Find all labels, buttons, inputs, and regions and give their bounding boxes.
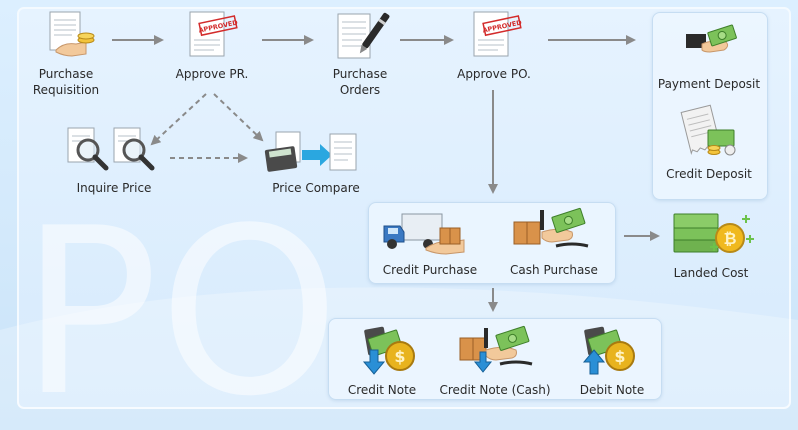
svg-text:$: $ xyxy=(614,347,625,366)
price-compare-label: Price Compare xyxy=(272,181,360,195)
svg-text:$: $ xyxy=(394,347,405,366)
inquire-price-node[interactable] xyxy=(64,126,164,176)
hand-money-icon xyxy=(686,24,737,53)
payment-deposit-label: Payment Deposit xyxy=(657,77,761,91)
calculator-compare-icon xyxy=(264,131,357,172)
credit-note-label: Credit Note xyxy=(347,383,417,397)
debit-note-node[interactable]: $ xyxy=(580,324,640,376)
purchase-orders-node[interactable] xyxy=(334,10,390,62)
credit-purchase-label: Credit Purchase xyxy=(382,263,478,277)
invoice-money-icon xyxy=(680,104,736,156)
purchase-requisition-label: Purchase Requisition xyxy=(20,66,112,98)
label-line-2: Orders xyxy=(339,83,381,97)
money-stack-coin-icon: ₿ xyxy=(673,213,754,253)
debit-note-label: Debit Note xyxy=(579,383,645,397)
credit-note-cash-node[interactable] xyxy=(456,322,536,376)
credit-deposit-label: Credit Deposit xyxy=(666,167,752,181)
label-line-1: Purchase xyxy=(332,67,388,81)
svg-text:₿: ₿ xyxy=(723,229,736,248)
credit-note-cash-label: Credit Note (Cash) xyxy=(439,383,551,397)
label-line-1: Purchase xyxy=(38,67,94,81)
truck-hand-icon xyxy=(383,213,465,255)
magnifier-documents-icon xyxy=(67,127,155,171)
arrow-approve-to-compare xyxy=(213,93,264,142)
requisition-document-icon xyxy=(49,11,95,57)
cash-purchase-node[interactable] xyxy=(512,206,592,256)
money-coin-up-arrow-icon: $ xyxy=(582,326,635,375)
order-document-pen-icon xyxy=(337,12,390,59)
credit-note-node[interactable]: $ xyxy=(360,324,420,376)
payment-deposit-node[interactable] xyxy=(680,20,740,68)
arrow-approve-to-inquire xyxy=(150,93,207,146)
purchase-orders-label: Purchase Orders xyxy=(312,66,408,98)
cash-purchase-label: Cash Purchase xyxy=(510,263,598,277)
label-line-2: Requisition xyxy=(32,83,100,97)
money-coin-down-arrow-icon: $ xyxy=(362,326,415,375)
approve-pr-node[interactable]: APPROVED xyxy=(186,10,242,60)
credit-purchase-node[interactable] xyxy=(380,208,466,256)
credit-deposit-node[interactable] xyxy=(678,104,740,158)
landed-cost-node[interactable]: ₿ xyxy=(672,210,756,260)
purchase-requisition-node[interactable] xyxy=(42,10,98,60)
approve-po-node[interactable]: APPROVED xyxy=(470,10,526,60)
box-hand-money-icon xyxy=(513,207,589,248)
price-compare-node[interactable] xyxy=(264,130,360,176)
approved-document-icon: APPROVED xyxy=(189,11,239,57)
inquire-price-label: Inquire Price xyxy=(76,181,152,195)
approve-pr-label: Approve PR. xyxy=(175,67,249,81)
landed-cost-label: Landed Cost xyxy=(673,266,749,280)
box-hand-money-down-arrow-icon xyxy=(459,325,533,373)
approved-document-icon: APPROVED xyxy=(473,11,523,57)
approve-po-label: Approve PO. xyxy=(457,67,531,81)
watermark-text: PO xyxy=(20,180,340,430)
